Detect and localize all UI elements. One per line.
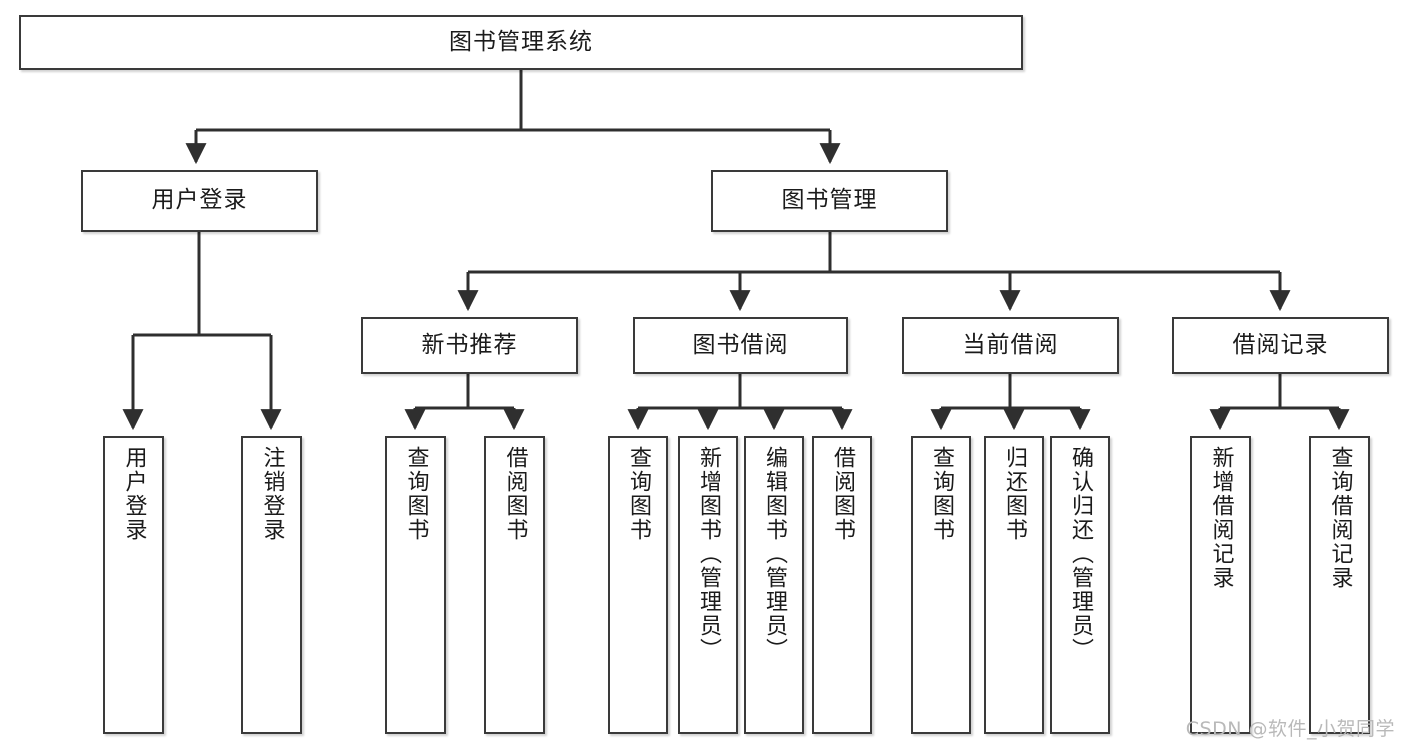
- leaf-logout[interactable]: 注销登录: [241, 436, 302, 734]
- leaf-add-borrow-record-label: 新增借阅记录: [1208, 446, 1234, 590]
- leaf-query-borrow-record-label: 查询借阅记录: [1327, 446, 1353, 590]
- node-borrow-records[interactable]: 借阅记录: [1172, 317, 1389, 374]
- leaf-query-book-current-label: 查询图书: [928, 446, 954, 542]
- node-root-label: 图书管理系统: [449, 28, 593, 55]
- leaf-return-book[interactable]: 归还图书: [984, 436, 1044, 734]
- leaf-borrow-book-new-label: 借阅图书: [502, 446, 528, 542]
- leaf-query-borrow-record[interactable]: 查询借阅记录: [1309, 436, 1370, 734]
- leaf-borrow-book-label: 借阅图书: [829, 446, 855, 542]
- node-book-management-label: 图书管理: [781, 187, 878, 214]
- leaf-borrow-book[interactable]: 借阅图书: [812, 436, 872, 734]
- leaf-edit-book-admin[interactable]: 编辑图书（管理员）: [744, 436, 804, 734]
- node-current-borrow[interactable]: 当前借阅: [902, 317, 1119, 374]
- leaf-edit-book-admin-label: 编辑图书（管理员）: [761, 446, 787, 662]
- node-new-book-recommend-label: 新书推荐: [421, 331, 518, 358]
- leaf-return-book-label: 归还图书: [1001, 446, 1027, 542]
- leaf-add-book-admin-label: 新增图书（管理员）: [695, 446, 721, 662]
- csdn-watermark: CSDN @软件_小贺同学: [1185, 718, 1395, 740]
- leaf-user-login-label: 用户登录: [121, 446, 147, 542]
- leaf-query-book-current[interactable]: 查询图书: [911, 436, 971, 734]
- node-new-book-recommend[interactable]: 新书推荐: [361, 317, 578, 374]
- node-current-borrow-label: 当前借阅: [962, 331, 1059, 358]
- leaf-logout-label: 注销登录: [259, 446, 285, 542]
- leaf-query-book-borrow-label: 查询图书: [625, 446, 651, 542]
- node-book-borrow-label: 图书借阅: [692, 331, 789, 358]
- node-root[interactable]: 图书管理系统: [19, 15, 1023, 70]
- leaf-query-book-borrow[interactable]: 查询图书: [608, 436, 668, 734]
- leaf-add-book-admin[interactable]: 新增图书（管理员）: [678, 436, 738, 734]
- leaf-query-book-new-label: 查询图书: [403, 446, 429, 542]
- leaf-borrow-book-new[interactable]: 借阅图书: [484, 436, 545, 734]
- leaf-confirm-return-admin-label: 确认归还（管理员）: [1067, 446, 1093, 662]
- leaf-confirm-return-admin[interactable]: 确认归还（管理员）: [1050, 436, 1110, 734]
- leaf-user-login[interactable]: 用户登录: [103, 436, 164, 734]
- leaf-add-borrow-record[interactable]: 新增借阅记录: [1190, 436, 1251, 734]
- node-user-login[interactable]: 用户登录: [81, 170, 318, 232]
- node-borrow-records-label: 借阅记录: [1232, 331, 1329, 358]
- node-user-login-label: 用户登录: [151, 187, 248, 214]
- node-book-borrow[interactable]: 图书借阅: [633, 317, 848, 374]
- node-book-management[interactable]: 图书管理: [711, 170, 948, 232]
- leaf-query-book-new[interactable]: 查询图书: [385, 436, 446, 734]
